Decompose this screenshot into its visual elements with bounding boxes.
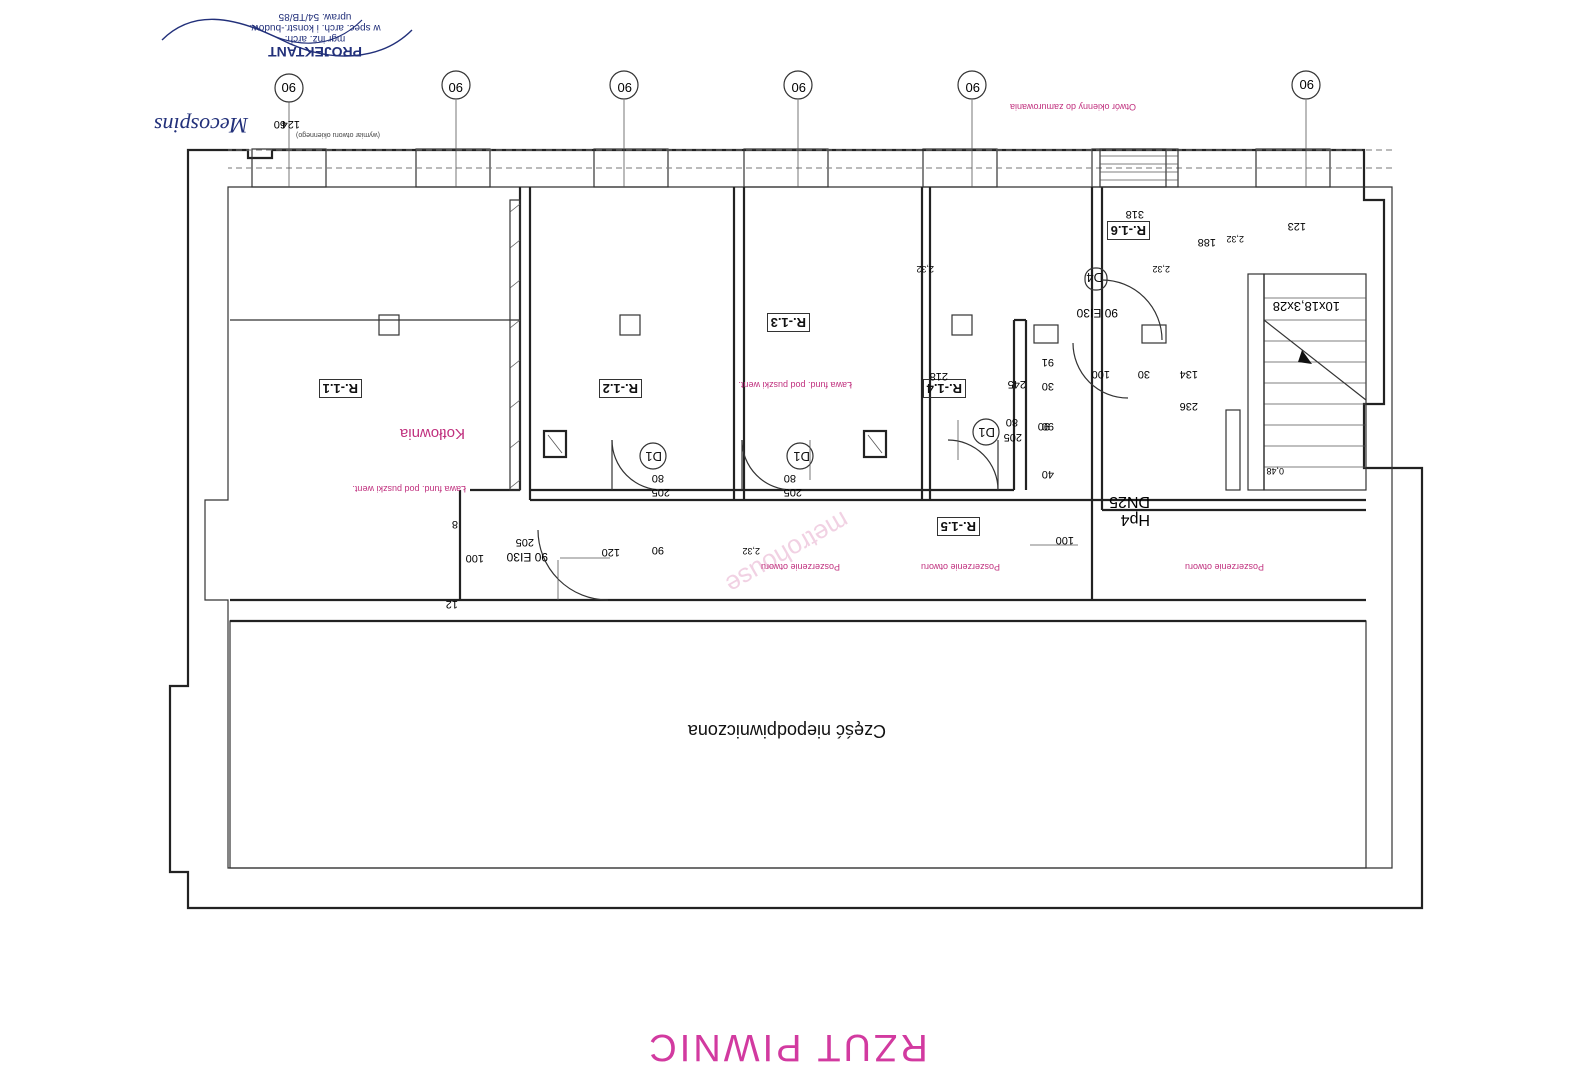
dim-90-b: 90 <box>1041 420 1054 432</box>
note-widen-3: Poszerzenie otworu <box>1184 562 1264 572</box>
dim-205-a: 205 <box>651 486 670 498</box>
fire-door-ei30-b: 90 EI30 <box>1076 306 1118 320</box>
dim-12: 12 <box>445 598 458 610</box>
door-label-d1-c: D1 <box>978 425 995 440</box>
door-label-d1-b: D1 <box>793 449 810 464</box>
hydrant-size: DN25 <box>1109 493 1150 510</box>
dim-80-c: 80 <box>1005 416 1018 428</box>
elevation-2: 2,32 <box>1152 264 1170 274</box>
room-code-6: R.-1.6 <box>1106 221 1150 240</box>
stairs-spec: 10x18,3x28 <box>1272 299 1340 314</box>
dim-30-b: 30 <box>1041 380 1054 392</box>
dim-8: 8 <box>451 518 458 530</box>
dim-318: 318 <box>1125 208 1144 220</box>
dim-218: 218 <box>929 370 948 382</box>
unbasemented-label-wrap: Część niepodpiwniczona <box>688 720 886 741</box>
boiler-room-label: Kotłownia <box>399 425 465 442</box>
dim-40: 40 <box>1041 468 1054 480</box>
door-swings <box>537 279 1163 601</box>
dim-100-b: 100 <box>1055 534 1074 546</box>
window-note: (wymiar otworu okiennego) <box>295 131 380 138</box>
dim-188: 188 <box>1197 236 1216 248</box>
drawing-title: RZUT PIWNIC <box>646 1026 928 1068</box>
signature: Mecospins <box>153 113 248 138</box>
dim-90-c: 90 <box>651 544 664 556</box>
room-code-1: R.-1.1 <box>318 379 362 398</box>
elevation-1: 2,32 <box>916 264 934 274</box>
fire-door-ei30-a: 90 EI30 <box>506 550 548 564</box>
hydrant-type: Hp4 <box>1120 511 1150 528</box>
dim-80-a: 80 <box>651 472 664 484</box>
elevation-3: 2,32 <box>1226 234 1244 244</box>
dim-100-c: 100 <box>465 552 484 564</box>
window-height-dim: 124 <box>281 118 300 130</box>
dim-205-d: 205 <box>515 536 534 548</box>
vent-boxes <box>542 429 888 459</box>
room-code-5: R.-1.5 <box>936 517 980 536</box>
dim-30-a: 30 <box>1137 368 1150 380</box>
dim-134: 134 <box>1179 368 1198 380</box>
dim-205-b: 205 <box>783 486 802 498</box>
note-window-hole: Otwór okienny do zamurowania <box>1009 102 1136 112</box>
window-marker-6: 90 <box>1299 77 1314 92</box>
dim-236: 236 <box>1179 400 1198 412</box>
room-code-3: R.-1.3 <box>766 313 810 332</box>
window-marker-4: 90 <box>791 80 806 95</box>
bricked-window <box>1099 148 1179 188</box>
dim-205-c: 205 <box>1003 431 1022 443</box>
watermark: metrohouse <box>720 505 855 601</box>
window-marker-1: 90 <box>281 80 296 95</box>
window-marker-2: 90 <box>448 80 463 95</box>
hatched-wall <box>509 199 521 491</box>
elevation-5: 0,48 <box>1266 466 1284 476</box>
unbasemented-label: Część niepodpiwniczona <box>687 721 886 741</box>
room-code-2: R.-1.2 <box>598 379 642 398</box>
dim-120: 120 <box>601 546 620 558</box>
dim-91: 91 <box>1041 356 1054 368</box>
door-tags <box>639 267 1108 470</box>
dimension-lines <box>557 420 1078 600</box>
note-cellar-vent: Ława fund. pod puszki went. <box>738 380 852 390</box>
note-widen-2: Poszerzenie otworu <box>920 562 1000 572</box>
door-label-d4: D4 <box>1086 270 1103 285</box>
dim-245: 245 <box>1007 378 1026 390</box>
signature-scribble <box>161 18 413 57</box>
dim-123: 123 <box>1287 220 1306 232</box>
inner-wall-line <box>204 186 1393 869</box>
dim-80-b: 80 <box>783 472 796 484</box>
door-label-d1-a: D1 <box>645 449 662 464</box>
note-vent: Ława fund. pod puszki went. <box>352 484 466 494</box>
window-marker-5: 90 <box>965 80 980 95</box>
window-markers <box>274 70 1321 187</box>
dim-100-a: 100 <box>1091 368 1110 380</box>
staircase <box>1225 273 1367 491</box>
window-marker-3: 90 <box>617 80 632 95</box>
vent-shafts <box>378 314 1167 344</box>
